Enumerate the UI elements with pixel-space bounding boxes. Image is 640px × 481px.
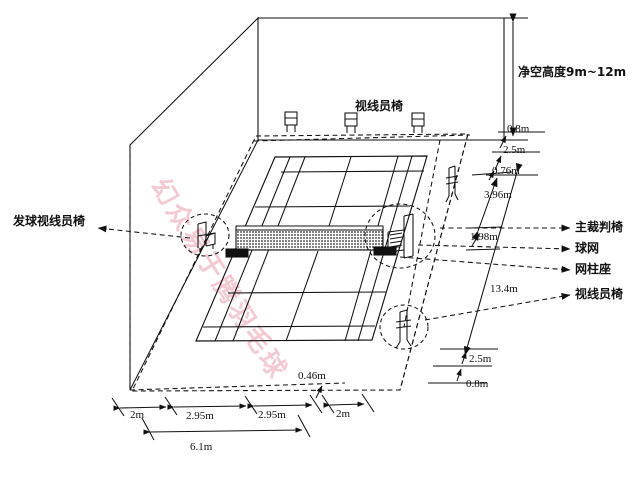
callout-circle-umpire-chair <box>364 203 436 269</box>
net-post-base-left <box>225 248 249 258</box>
hall-floor-outline <box>129 134 504 391</box>
depth-projection-lines <box>399 133 469 391</box>
dim-134 <box>463 162 523 356</box>
callout-circle-bottom-chair <box>379 304 429 350</box>
dim-value-1-98m: 1.98m <box>470 231 498 243</box>
hall-back-wall <box>257 17 505 141</box>
net-mesh <box>235 225 384 251</box>
dim-value-total-6-1m: 6.1m <box>190 441 213 453</box>
dim-clear-height <box>504 13 528 141</box>
dim-value-0-46m: 0.46m <box>298 370 326 382</box>
dim-value-2-5m-top: 2.5m <box>503 144 526 156</box>
dim-chain-bottom <box>111 393 375 417</box>
court-outline <box>195 155 428 342</box>
dim-396 <box>469 171 513 241</box>
chair-icon-back-2 <box>344 112 358 133</box>
label-net-post-base: 网柱座 <box>575 262 612 276</box>
leader-line-serve-chair <box>97 225 191 239</box>
dim-value-2-5m-bottom: 2.5m <box>469 353 492 365</box>
label-net: 球网 <box>575 241 600 255</box>
dim-value-2m-right: 2m <box>336 408 351 420</box>
dim-046 <box>315 385 323 399</box>
chair-icon-back-3 <box>411 112 425 133</box>
label-line-judge-chair-right: 视线员椅 <box>575 287 624 301</box>
chair-icon-back-1 <box>284 111 298 132</box>
dim-value-3-96m: 3.96m <box>484 189 512 201</box>
dim-stack-lower <box>428 348 498 384</box>
label-clear-height: 净空高度9m~12m <box>518 65 627 79</box>
tall-chair-icon-bottom <box>395 309 412 349</box>
dim-total-61 <box>141 414 311 441</box>
chair-icon-serve <box>197 221 216 252</box>
dim-value-0-8m-bottom: 0.8m <box>466 378 489 390</box>
label-line-judge-chair-top: 视线员椅 <box>355 99 404 113</box>
label-umpire-chair: 主裁判椅 <box>575 220 624 234</box>
dim-value-0-76m: 0.76m <box>492 165 520 177</box>
dim-value-2m-left: 2m <box>130 409 145 421</box>
label-serve-line-judge-chair: 发球视线员椅 <box>13 214 86 228</box>
hall-left-wall <box>129 16 259 391</box>
dim-value-13-4m: 13.4m <box>490 283 518 295</box>
dim-value-0-8m-top: 0.8m <box>507 123 530 135</box>
tall-chair-icon-right <box>445 165 459 203</box>
tall-umpire-chair-icon <box>387 213 414 259</box>
callout-circle-serve-chair <box>180 213 230 257</box>
outer-play-area <box>131 133 469 392</box>
dim-value-2-95m-left: 2.95m <box>186 410 214 422</box>
leader-lines-right <box>399 224 571 321</box>
dim-value-2-95m-right: 2.95m <box>258 409 286 421</box>
